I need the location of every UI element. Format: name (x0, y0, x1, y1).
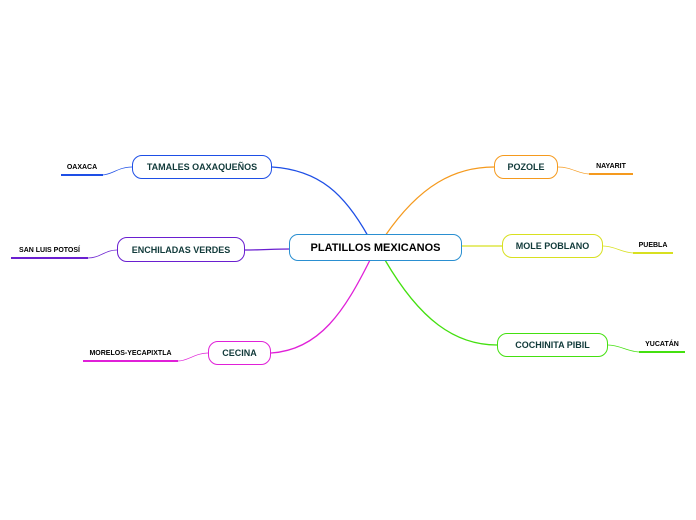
leaf-label-nayarit: NAYARIT (596, 163, 626, 170)
branch-label-pozole: POZOLE (507, 162, 545, 172)
leaf-label-yucatan: YUCATÁN (645, 341, 679, 348)
central-topic-node[interactable]: PLATILLOS MEXICANOS (289, 234, 462, 261)
connector-mole-puebla (602, 245, 635, 254)
leaf-label-morelos-yecapixtla: MORELOS-YECAPIXTLA (89, 350, 172, 357)
branch-label-tamales: TAMALES OAXAQUEÑOS (146, 162, 258, 172)
branch-label-cochinita: COCHINITA PIBIL (515, 340, 590, 350)
connector-central-enchiladas (244, 248, 291, 251)
leaf-morelos-yecapixtla[interactable]: MORELOS-YECAPIXTLA (83, 348, 178, 362)
leaf-san-luis-potosi[interactable]: SAN LUIS POTOSÍ (11, 245, 88, 259)
connector-cochinita-yucatan (607, 344, 641, 353)
connector-central-cecina (270, 259, 371, 354)
connector-tamales-oaxaca (101, 166, 133, 176)
branch-node-cecina[interactable]: CECINA (208, 341, 271, 365)
branch-label-mole: MOLE POBLANO (515, 241, 590, 251)
branch-node-mole[interactable]: MOLE POBLANO (502, 234, 603, 258)
leaf-yucatan[interactable]: YUCATÁN (639, 339, 685, 353)
connector-central-tamales (271, 166, 369, 237)
leaf-puebla[interactable]: PUEBLA (633, 240, 673, 254)
leaf-label-san-luis-potosi: SAN LUIS POTOSÍ (19, 247, 80, 254)
branch-node-pozole[interactable]: POZOLE (494, 155, 558, 179)
leaf-oaxaca[interactable]: OAXACA (61, 162, 103, 176)
branch-node-cochinita[interactable]: COCHINITA PIBIL (497, 333, 608, 357)
connector-enchiladas-slp (87, 249, 118, 259)
branch-node-tamales[interactable]: TAMALES OAXAQUEÑOS (132, 155, 272, 179)
branch-node-enchiladas[interactable]: ENCHILADAS VERDES (117, 237, 245, 262)
connector-central-cochinita (384, 259, 498, 346)
central-topic-label: PLATILLOS MEXICANOS (310, 241, 441, 254)
branch-label-enchiladas: ENCHILADAS VERDES (131, 244, 231, 255)
connector-cecina-morelos (177, 352, 209, 362)
connector-pozole-nayarit (557, 166, 591, 175)
branch-label-cecina: CECINA (222, 348, 257, 358)
connector-central-pozole (384, 166, 495, 237)
leaf-label-puebla: PUEBLA (638, 242, 668, 249)
leaf-nayarit[interactable]: NAYARIT (589, 161, 633, 175)
leaf-label-oaxaca: OAXACA (66, 164, 98, 171)
